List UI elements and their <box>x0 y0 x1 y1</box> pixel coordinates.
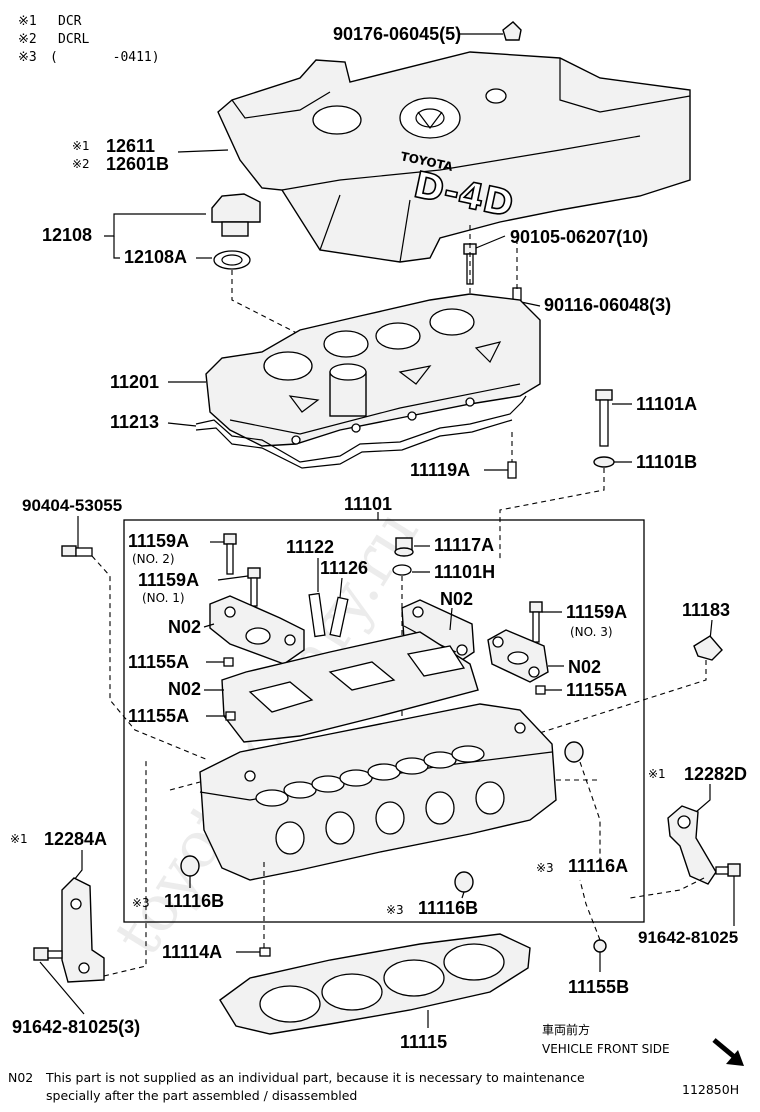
dowel-pin-b <box>225 711 236 721</box>
callout-washer-head: 11101B <box>636 452 697 472</box>
head-cover-gasket <box>195 395 527 469</box>
engine-cover: TOYOTA D-4D <box>217 51 691 263</box>
footnote-line-2: specially after the part assembled / dis… <box>46 1088 357 1103</box>
dowel-pin-c <box>535 685 546 695</box>
callout-plug-right: 11116A <box>568 856 628 876</box>
callout-pin-bottom: 11114A <box>162 942 222 962</box>
callout-plug-mid: 11116B <box>418 898 478 918</box>
callout-pin-a: 11155A <box>128 652 189 672</box>
callout-bolt-bottom-right: 91642-81025 <box>638 928 738 947</box>
callout-stud-left: 90404-53055 <box>22 496 122 515</box>
callout-pin-c: 11155A <box>566 680 627 700</box>
callout-bolt-bottom-left: 91642-81025(3) <box>12 1017 140 1037</box>
callout-head-assy: 11101 <box>344 494 392 514</box>
callout-pin-b: 11155A <box>128 706 189 726</box>
callout-plug-gasket: 11101H <box>434 562 495 582</box>
callout-cap-gasket: 12108A <box>124 247 187 267</box>
callout-hanger-right-mark: ※1 <box>648 767 666 781</box>
callout-bracket-right: 11183 <box>682 600 730 620</box>
footnote-line-1: This part is not supplied as an individu… <box>45 1070 585 1085</box>
vehicle-front-jp: 車両前方 <box>542 1022 590 1037</box>
callout-head-cover-gasket: 11213 <box>110 412 159 432</box>
callout-head-cover: 11201 <box>110 372 159 392</box>
head-bolt <box>593 389 615 468</box>
engine-hanger-right <box>667 805 717 885</box>
callout-plug-left-mark: ※3 <box>132 896 150 910</box>
callout-bolt-cap-no3: 11159A <box>566 602 627 622</box>
header-notes: ※1 DCR ※2 DCRL ※3 ( -0411) <box>18 14 160 65</box>
callout-bolt-cap-no1: 11159A <box>138 570 199 590</box>
callout-guide-1: 11122 <box>286 537 334 557</box>
callout-hanger-left: 12284A <box>44 829 107 849</box>
callout-bolt-cap-no2: 11159A <box>128 531 189 551</box>
callout-cover-mark-1: ※1 <box>72 139 90 153</box>
camshaft-housing <box>221 631 479 743</box>
expansion-plug-mid <box>454 871 474 893</box>
header-note-3-mark: ※3 <box>18 50 37 65</box>
cam-cap-bolt-no3 <box>529 601 543 643</box>
callout-bolt-cap-no3-note: (NO. 3) <box>570 625 613 639</box>
cam-cap-no1 <box>209 595 305 665</box>
callout-bolt-cap-no2-note: (NO. 2) <box>132 552 175 566</box>
head-assy-box <box>123 519 645 923</box>
header-note-1-mark: ※1 <box>18 14 37 29</box>
callout-pin-cover: 11119A <box>410 460 470 480</box>
callout-cover-1: 12611 <box>106 136 155 156</box>
vehicle-front-en: VEHICLE FRONT SIDE <box>542 1042 670 1056</box>
callout-cover-2: 12601B <box>106 154 169 174</box>
callout-bolt-top: 90176-06045(5) <box>333 24 461 44</box>
callout-hanger-left-mark: ※1 <box>10 832 28 846</box>
callout-bolt-cover: 90105-06207(10) <box>510 227 648 247</box>
cam-cap-bolt-no2 <box>223 533 237 575</box>
callout-gasket-head: 11115 <box>400 1032 447 1052</box>
front-direction-arrow-icon <box>712 1038 744 1066</box>
cam-cap-no3 <box>487 629 549 683</box>
expansion-plug-left <box>180 855 200 877</box>
cam-cap-bolt-no1 <box>247 567 261 607</box>
cylinder-head-cover <box>205 293 541 447</box>
callout-hanger-right: 12282D <box>684 764 747 784</box>
oil-filler-cap <box>211 193 261 270</box>
dowel-pin-bottom-right <box>593 939 607 953</box>
callout-cap: 12108 <box>42 225 92 245</box>
callout-guide-2: 11126 <box>320 558 368 578</box>
valve-guides <box>308 592 349 638</box>
callout-n02-c: N02 <box>568 657 601 677</box>
stud-left <box>61 545 93 557</box>
dowel-pin-bottom <box>259 947 271 957</box>
callout-stud-cover: 90116-06048(3) <box>544 295 671 315</box>
header-note-2-mark: ※2 <box>18 32 37 47</box>
callout-bolt-cap-no1-note: (NO. 1) <box>142 591 185 605</box>
cover-pin <box>507 461 517 479</box>
header-note-1-text: DCR <box>58 14 82 29</box>
cylinder-head-gasket <box>219 933 531 1035</box>
callout-plug-right-mark: ※3 <box>536 861 554 875</box>
footnote-code: N02 <box>8 1070 33 1085</box>
expansion-plug-right <box>564 741 584 763</box>
dowel-pin-a <box>223 657 234 667</box>
bolt-bottom-left <box>33 947 63 961</box>
header-note-3-text: ( -0411) <box>50 50 160 65</box>
callout-plug-left: 11116B <box>164 891 224 911</box>
callout-cover-mark-2: ※2 <box>72 157 90 171</box>
cover-nut-90176 <box>460 21 522 41</box>
callout-plug: 11117A <box>434 535 494 555</box>
callout-n02-d: N02 <box>168 679 201 699</box>
callout-n02-b: N02 <box>440 589 473 609</box>
callout-n02-a: N02 <box>168 617 201 637</box>
head-plug <box>392 537 414 576</box>
callout-pin-bottom-right: 11155B <box>568 977 629 997</box>
callout-plug-mid-mark: ※3 <box>386 903 404 917</box>
diagram-id: 112850H <box>682 1082 739 1097</box>
cylinder-head <box>199 703 557 881</box>
header-note-2-text: DCRL <box>58 32 89 47</box>
bolt-bottom-right <box>715 863 741 877</box>
bracket-right <box>693 635 723 661</box>
callout-bolt-head: 11101A <box>636 394 697 414</box>
